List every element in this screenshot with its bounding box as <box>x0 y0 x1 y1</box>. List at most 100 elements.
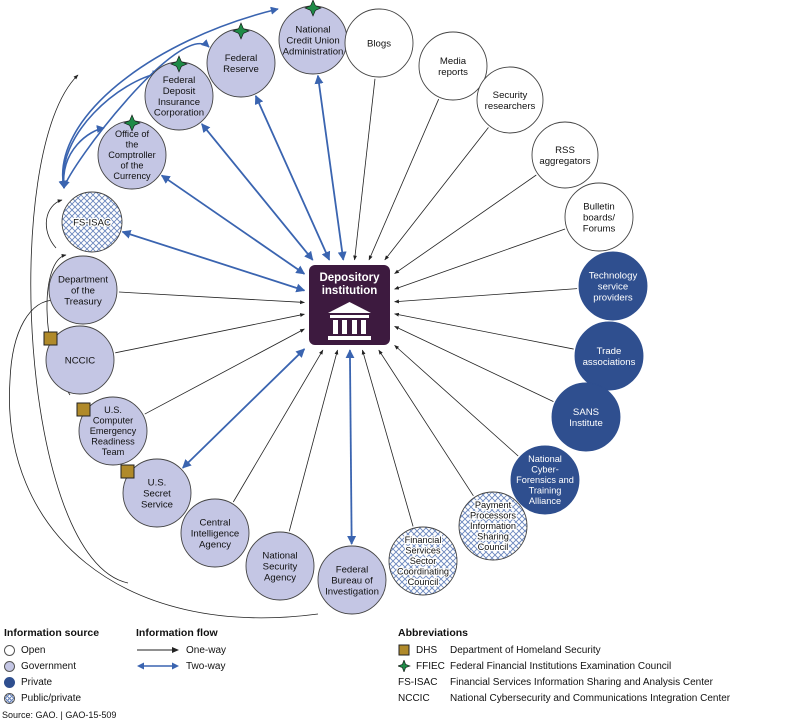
legend-item-government: Government <box>4 658 99 674</box>
node-circle-cia <box>180 498 250 568</box>
node-label-fbi: Investigation <box>325 586 379 597</box>
node-label-cia: Central <box>200 518 231 529</box>
flow-line-tech <box>394 288 578 304</box>
node-circle-fsscc <box>388 526 458 596</box>
node-label-sans: SANS <box>573 407 599 418</box>
node-label-ncua: Credit Union <box>286 35 339 46</box>
node-label-fbi: Federal <box>336 565 369 576</box>
node-label-uscert: Readiness <box>91 437 135 447</box>
dhs-square-icon <box>120 464 135 479</box>
legend-item-private: Private <box>4 674 99 690</box>
connector-curves <box>9 6 319 619</box>
node-label-fdic: Insurance <box>158 97 200 108</box>
node-fsisac: FS-ISAC <box>61 191 123 253</box>
node-circle-ncfta <box>510 445 580 515</box>
legend-item-open: Open <box>4 642 99 658</box>
node-label-fsscc: Financial <box>405 535 442 545</box>
node-label-tech: providers <box>593 292 633 303</box>
government-swatch <box>4 660 15 672</box>
node-label-fsscc: Services <box>405 546 441 556</box>
node-label-blogs: Blogs <box>367 38 391 49</box>
public-private-swatch <box>4 692 15 704</box>
node-label-ppisc: Payment <box>475 500 512 510</box>
one-way-curve-4 <box>30 74 129 584</box>
node-nccic: NCCIC <box>43 325 115 395</box>
flow-line-rss <box>394 174 537 274</box>
legend-information-source: Information source Open Government Priva… <box>4 627 99 706</box>
node-label-fdic: Federal <box>163 75 196 86</box>
node-ppisc: PaymentProcessorsInformationSharingCounc… <box>458 491 528 561</box>
node-label-tech: service <box>598 281 628 292</box>
node-label-nsa: Security <box>263 561 298 572</box>
legend-flow-title: Information flow <box>136 627 218 639</box>
legend-abbr-title: Abbreviations <box>398 627 469 639</box>
node-label-usss: U.S. <box>148 478 167 489</box>
node-label-fdic: Corporation <box>154 108 204 119</box>
node-label-fsscc: Sector <box>410 556 437 566</box>
center-label-line1: Depository <box>319 272 380 284</box>
source-note: Source: GAO. | GAO-15-509 <box>2 710 117 720</box>
node-circle-fbi <box>317 545 387 615</box>
node-label-occ: Currency <box>113 171 151 181</box>
legend-item-one-way: One-way <box>136 642 226 658</box>
node-circle-fsisac <box>61 191 123 253</box>
node-circle-nsa <box>245 531 315 601</box>
node-label-nccic: NCCIC <box>65 355 95 366</box>
flow-line-ncua <box>314 74 347 261</box>
two-way-curve-3 <box>61 39 210 189</box>
open-swatch <box>4 644 15 656</box>
flow-line-secres <box>384 127 489 261</box>
node-fsscc: FinancialServicesSectorCoordinatingCounc… <box>388 526 458 596</box>
node-label-trade: Trade <box>597 346 622 357</box>
node-label-ppisc: Information <box>470 521 516 531</box>
node-blogs: Blogs <box>344 8 414 78</box>
node-label-ppisc: Processors <box>470 511 516 521</box>
node-label-fbi: Bureau of <box>331 575 373 586</box>
ffiec-diamond-icon <box>170 55 188 73</box>
node-circle-nccic <box>45 325 115 395</box>
node-circle-blogs <box>344 8 414 78</box>
ffiec-diamond-icon <box>304 0 322 17</box>
ffiec-diamond-icon <box>232 22 250 40</box>
node-label-fsisac: FS-ISAC <box>73 217 111 228</box>
node-circle-media <box>418 31 488 101</box>
two-way-arrow-icon <box>137 662 179 670</box>
node-label-sans: Institute <box>569 418 603 429</box>
node-label-occ: of the <box>121 161 144 171</box>
flow-line-sans <box>394 325 554 402</box>
legend-source-title: Information source <box>4 627 100 639</box>
dhs-square-icon <box>398 644 412 656</box>
flow-line-uscert <box>144 328 305 415</box>
node-label-occ: the <box>126 140 139 150</box>
legend-item-public-private: Public/private <box>4 690 99 706</box>
one-way-arrow-icon <box>137 647 179 653</box>
legend-information-flow: Information flow One-way Two-way <box>136 627 226 674</box>
abbr-nccic: NCCIC National Cybersecurity and Communi… <box>398 692 731 704</box>
flow-line-media <box>368 98 440 261</box>
node-label-usss: Secret <box>143 488 171 499</box>
flow-lines <box>115 74 578 545</box>
node-label-frb: Federal <box>225 53 258 64</box>
node-label-tech: Technology <box>589 271 638 282</box>
node-label-ncfta: Alliance <box>529 496 561 506</box>
node-label-rss: aggregators <box>539 156 590 167</box>
node-label-treasury: Treasury <box>64 296 102 307</box>
node-label-uscert: Emergency <box>90 426 137 436</box>
flow-line-bulletin <box>394 228 566 290</box>
flow-line-fsscc <box>361 349 414 527</box>
node-label-bulletin: boards/ <box>583 212 615 223</box>
node-circle-rss <box>531 121 599 189</box>
node-label-uscert: U.S. <box>104 405 122 415</box>
center-label-line2: institution <box>322 285 378 297</box>
node-circle-ppisc <box>458 491 528 561</box>
